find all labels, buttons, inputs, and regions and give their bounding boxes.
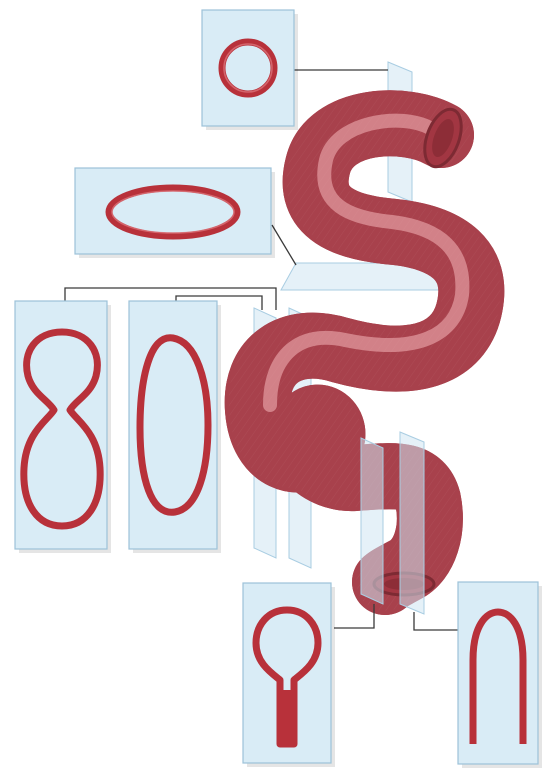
- section-left-2: [129, 301, 221, 553]
- plane-bottom-1: [361, 438, 383, 604]
- section-left-1: [15, 301, 111, 553]
- section-top: [202, 10, 298, 130]
- leader-bottom-2: [414, 612, 458, 630]
- keyhole-stem: [278, 690, 296, 746]
- leader-upper: [272, 225, 296, 265]
- section-upper: [75, 168, 275, 258]
- plane-bottom-2: [400, 432, 424, 614]
- panel-upper: [75, 168, 271, 254]
- panel-top: [202, 10, 294, 126]
- section-bottom-2: [458, 582, 542, 768]
- section-bottom-1: [243, 583, 335, 767]
